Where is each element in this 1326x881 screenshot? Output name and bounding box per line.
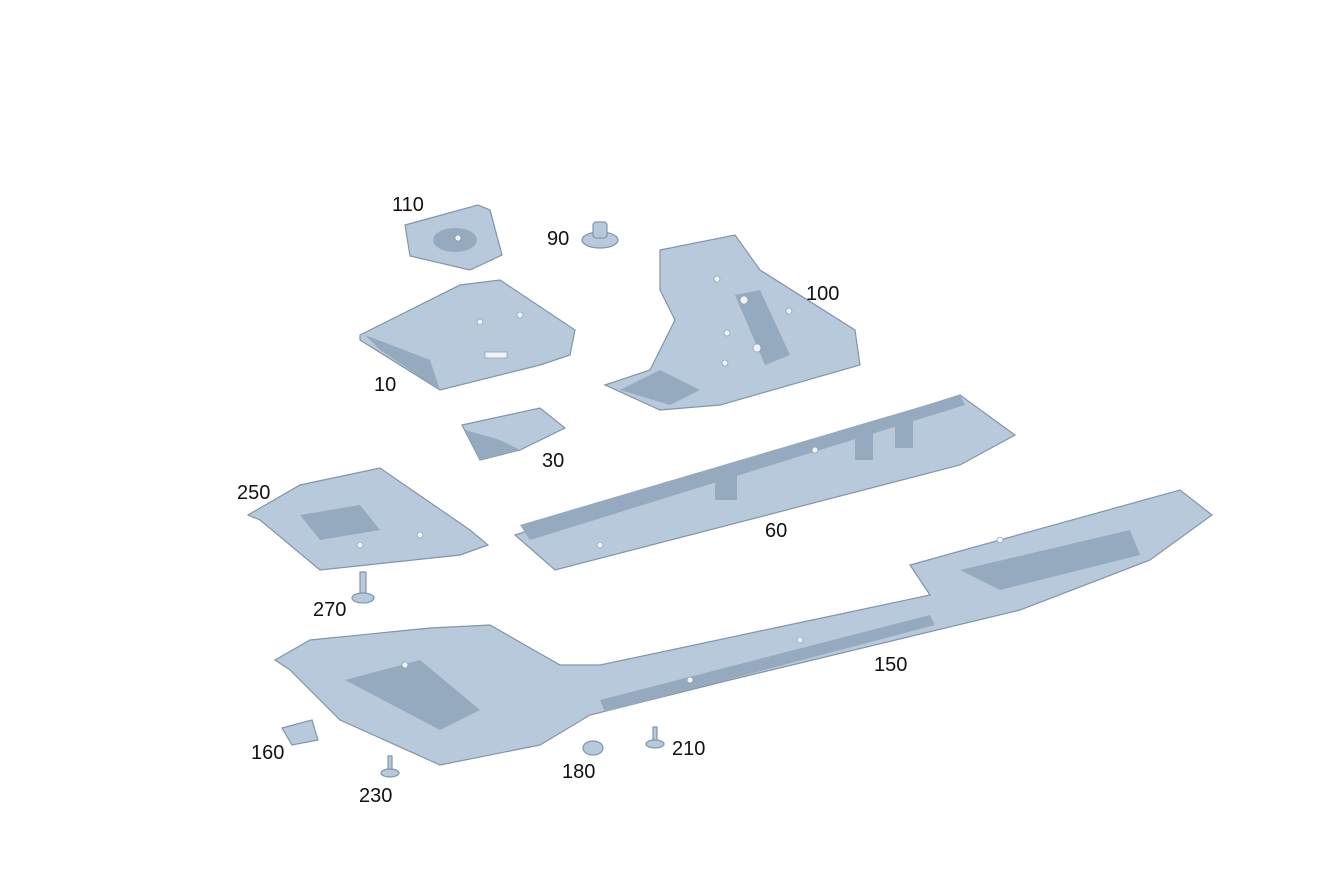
label-230: 230 [359, 785, 393, 807]
part-230-stud[interactable] [380, 755, 400, 778]
part-110[interactable] [404, 204, 503, 271]
part-90[interactable] [581, 221, 619, 249]
part-10[interactable] [359, 279, 576, 391]
part-30[interactable] [461, 407, 567, 461]
label-180: 180 [562, 761, 596, 783]
part-150[interactable] [273, 489, 1213, 766]
label-150: 150 [874, 654, 908, 676]
label-90: 90 [547, 228, 570, 250]
label-160: 160 [251, 742, 285, 764]
label-250: 250 [237, 482, 271, 504]
part-160-clip[interactable] [281, 719, 319, 746]
label-30: 30 [542, 450, 565, 472]
label-60: 60 [765, 520, 788, 542]
label-100: 100 [806, 283, 840, 305]
part-250[interactable] [246, 467, 490, 571]
label-210: 210 [672, 738, 706, 760]
part-60[interactable] [513, 394, 1017, 571]
label-270: 270 [313, 599, 347, 621]
label-10: 10 [374, 374, 397, 396]
part-210-stud[interactable] [645, 726, 665, 749]
part-180-nut[interactable] [582, 740, 604, 756]
part-270-bolt[interactable] [351, 571, 375, 604]
part-100[interactable] [603, 234, 861, 411]
label-110: 110 [392, 194, 424, 216]
